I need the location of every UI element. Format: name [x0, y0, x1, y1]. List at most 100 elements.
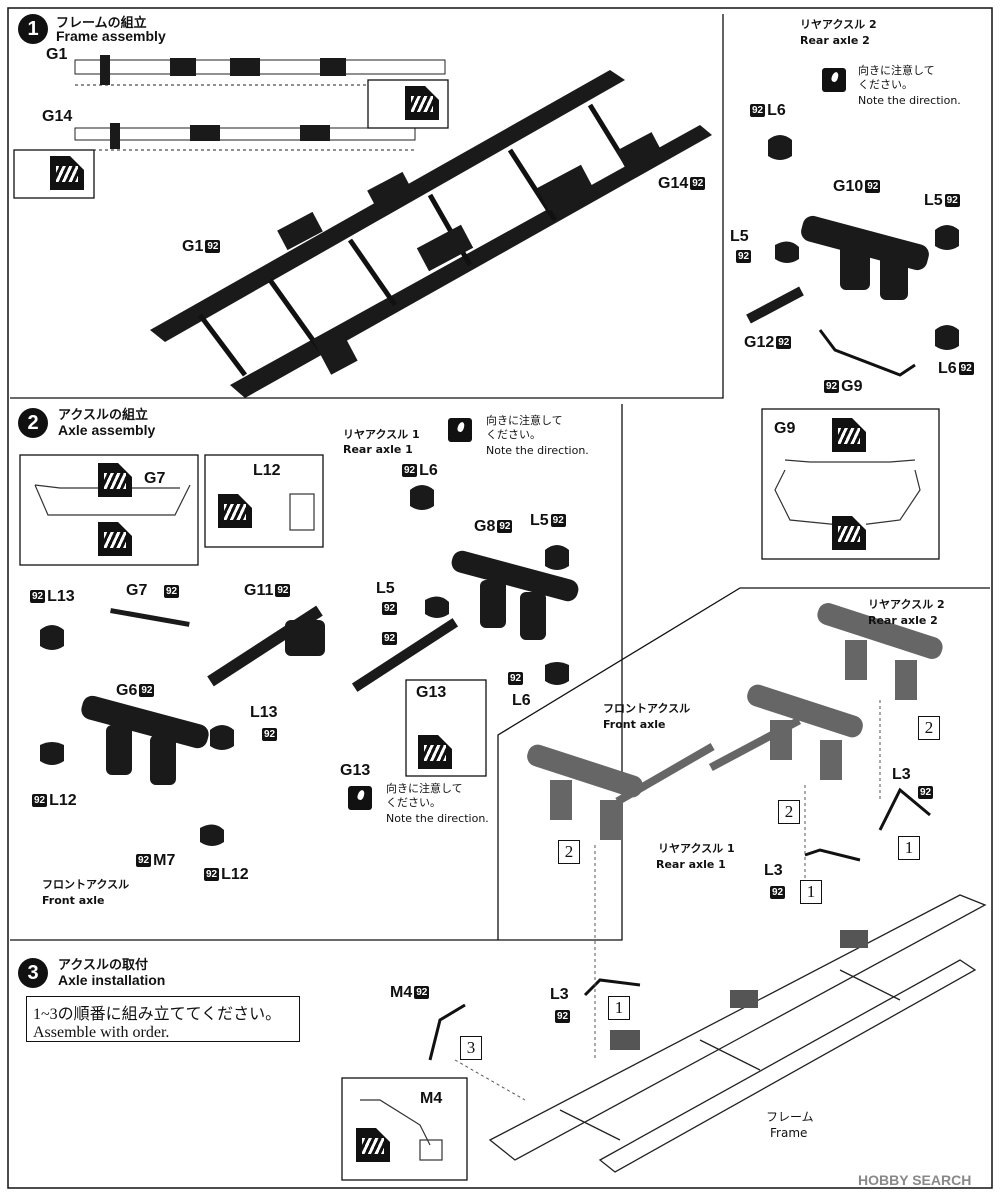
- part-g11-text: G11: [244, 582, 274, 599]
- note-jp1: 向きに注意して: [858, 64, 935, 77]
- order-note-jp: 1~3の順番に組み立ててください。: [33, 1006, 282, 1023]
- glue-icon: [98, 522, 132, 556]
- cement-badge: 92: [690, 177, 706, 191]
- rear-axle-1-jp-step3: リヤアクスル 1: [658, 842, 735, 855]
- cement-badge: 92: [508, 672, 524, 686]
- note-en: Note the direction.: [486, 444, 589, 457]
- note-jp1: 向きに注意して: [486, 414, 563, 427]
- order-note-box: 1~3の順番に組み立ててください。 Assemble with order.: [26, 996, 300, 1042]
- cement-badge: 92: [262, 728, 278, 741]
- cement-badge: 92: [164, 585, 180, 598]
- g13-inset-label: G13: [416, 684, 447, 701]
- part-l3-text: L3: [892, 766, 911, 783]
- part-l5-text: L5: [376, 580, 395, 597]
- glue-icon: [50, 156, 84, 190]
- cement-badge: 92: [918, 786, 934, 799]
- front-axle-jp: フロントアクスル: [42, 878, 130, 891]
- order-note-en: Assemble with order.: [33, 1024, 170, 1041]
- note-jp2: ください。: [858, 78, 913, 91]
- cement-badge: 92: [136, 854, 152, 868]
- part-l5-text: L5: [924, 192, 943, 209]
- part-l13-text: L13: [47, 588, 75, 605]
- order-1-box: 1: [800, 880, 822, 904]
- rear-axle-2-jp-step3: リヤアクスル 2: [868, 598, 945, 611]
- part-g12-text: G12: [744, 334, 775, 351]
- glue-icon: [832, 516, 866, 550]
- order-2-box: 2: [778, 800, 800, 824]
- order-2-box: 2: [918, 716, 940, 740]
- cement-badge: 92: [382, 602, 398, 615]
- cement-badge: 92: [402, 464, 418, 478]
- part-g1-side: G1: [46, 46, 68, 63]
- cement-badge: 92: [275, 584, 291, 598]
- glue-icon: [405, 86, 439, 120]
- part-g1-text: G1: [182, 238, 204, 255]
- glue-icon: [356, 1128, 390, 1162]
- frame-label-jp: フレーム: [766, 1110, 814, 1124]
- part-g13-label: G13: [340, 762, 371, 779]
- frame-label-en: Frame: [770, 1126, 808, 1140]
- part-g9-text: G9: [841, 378, 863, 395]
- cement-badge: 92: [958, 362, 974, 376]
- step3-title-jp: アクスルの取付: [58, 958, 148, 973]
- g9-inset-label: G9: [774, 420, 796, 437]
- part-l5-text: L5: [730, 228, 749, 245]
- l12-inset-label: L12: [253, 462, 281, 479]
- step3-number: 3: [18, 958, 48, 988]
- part-l12-text: L12: [221, 866, 249, 883]
- part-l3-text: L3: [550, 986, 569, 1003]
- part-l3-text: L3: [764, 862, 783, 879]
- part-l5-label-4: L5: [376, 580, 395, 598]
- front-axle-en-step3: Front axle: [603, 718, 666, 731]
- cement-badge: 92: [944, 194, 960, 208]
- step1-title-jp: フレームの組立: [56, 16, 147, 31]
- order-1-box: 1: [898, 836, 920, 860]
- part-m4-text: M4: [390, 984, 413, 1001]
- cement-badge: 92: [497, 520, 513, 534]
- part-g8-text: G8: [474, 518, 496, 535]
- watermark: HOBBY SEARCH: [858, 1172, 972, 1188]
- rear-axle-1-en: Rear axle 1: [343, 443, 413, 456]
- part-l3-label-2: L3: [764, 862, 783, 880]
- cement-badge: 92: [32, 794, 48, 808]
- cement-badge: 92: [550, 514, 566, 528]
- cement-badge: 92: [770, 886, 786, 899]
- part-l3-label-3: L3: [550, 986, 569, 1004]
- cement-badge: 92: [414, 986, 430, 1000]
- note-en: Note the direction.: [858, 94, 961, 107]
- glue-icon: [832, 418, 866, 452]
- cement-badge: 92: [205, 240, 221, 254]
- part-g10-text: G10: [833, 178, 864, 195]
- part-g6-text: G6: [116, 682, 138, 699]
- part-l13-label-2: L13: [250, 704, 278, 722]
- part-l6-text: L6: [938, 360, 957, 377]
- g7-inset-label: G7: [144, 470, 166, 487]
- part-l6-label-4: 92: [506, 670, 525, 688]
- note-en: Note the direction.: [386, 812, 489, 825]
- part-g14-text: G14: [658, 175, 689, 192]
- part-g7-label: G7: [126, 582, 147, 600]
- part-l12-text: L12: [49, 792, 77, 809]
- note-jp2: ください。: [486, 428, 541, 441]
- part-l5-text: L5: [530, 512, 549, 529]
- note-jp1: 向きに注意して: [386, 782, 463, 795]
- rear-axle-2-jp: リヤアクスル 2: [800, 18, 877, 31]
- part-m7-text: M7: [153, 852, 176, 869]
- step2-number: 2: [18, 408, 48, 438]
